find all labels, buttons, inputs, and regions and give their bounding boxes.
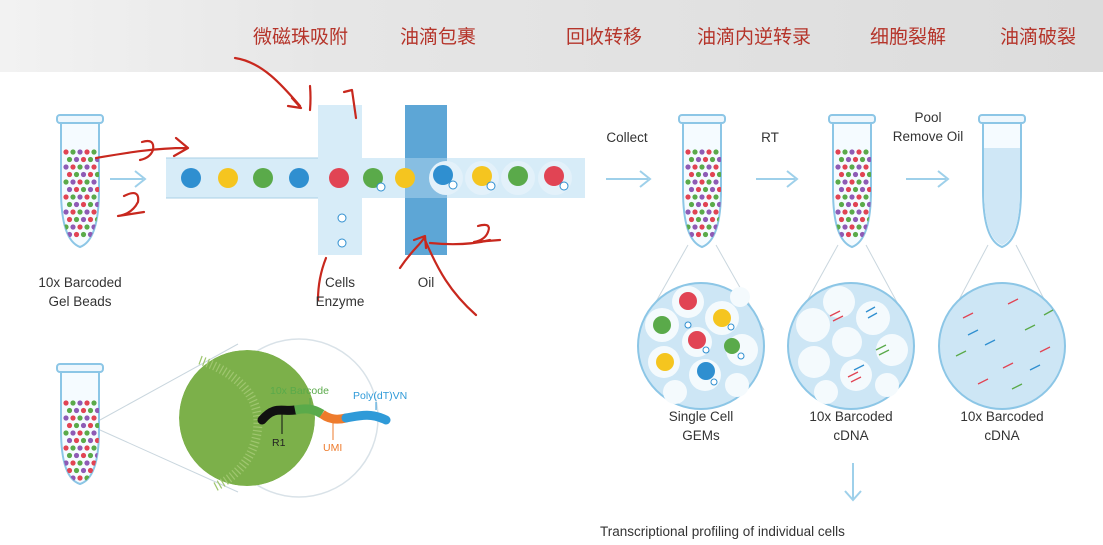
collect-label: Collect bbox=[606, 130, 648, 145]
channel-beads bbox=[181, 168, 415, 192]
header-band bbox=[0, 0, 1103, 72]
step-label-2: 油滴包裹 bbox=[400, 26, 477, 48]
oil-label: Oil bbox=[417, 275, 435, 290]
arrow-right-icon bbox=[756, 170, 799, 188]
bead-red bbox=[329, 168, 349, 188]
tube-gel-beads bbox=[56, 114, 104, 249]
pooled-cdna-circle bbox=[938, 282, 1066, 410]
microfluidic-chip bbox=[166, 105, 585, 255]
polydt-label: Poly(dT)VN bbox=[353, 390, 407, 402]
bead-green bbox=[363, 168, 383, 188]
tube-rt bbox=[828, 114, 876, 249]
arrow-right-icon bbox=[906, 170, 950, 188]
step-label-4: 油滴内逆转录 bbox=[697, 26, 812, 48]
handwritten-annotations bbox=[94, 56, 502, 317]
tube-pooled bbox=[978, 114, 1026, 249]
gems-circle bbox=[637, 282, 765, 410]
cdna-droplets-circle bbox=[787, 282, 915, 410]
arrow-right-icon bbox=[606, 170, 652, 188]
bead-yellow bbox=[395, 168, 415, 188]
bead-yellow bbox=[218, 168, 238, 188]
step-label-3: 回收转移 bbox=[566, 26, 643, 48]
tube-bead-dots bbox=[685, 149, 721, 238]
step-label-5: 细胞裂解 bbox=[870, 26, 947, 48]
step-label-1: 微磁珠吸附 bbox=[253, 26, 349, 48]
umi-label: UMI bbox=[323, 442, 342, 454]
profiling-caption: Transcriptional profiling of individual … bbox=[600, 524, 845, 539]
bead-blue bbox=[181, 168, 201, 188]
r1-label: R1 bbox=[272, 437, 286, 449]
step-label-6: 油滴破裂 bbox=[1000, 26, 1077, 48]
channel-droplets bbox=[429, 161, 572, 195]
rt-label: RT bbox=[761, 130, 779, 145]
tube-bead-dots bbox=[63, 149, 99, 238]
r1-segment bbox=[257, 405, 300, 425]
barcode-segment bbox=[294, 404, 325, 418]
tube-gems bbox=[678, 114, 726, 249]
flow-arrows bbox=[110, 170, 950, 502]
gel-bead-detail: R1 10x Barcode UMI Poly(dT)VN bbox=[179, 338, 407, 498]
arrow-right-icon bbox=[110, 170, 147, 188]
polydt-segment bbox=[341, 410, 391, 425]
arrow-down-icon bbox=[844, 463, 862, 502]
bead-blue bbox=[289, 168, 309, 188]
bead-green bbox=[253, 168, 273, 188]
barcode-label: 10x Barcode bbox=[270, 385, 329, 397]
tube-small bbox=[56, 363, 104, 486]
